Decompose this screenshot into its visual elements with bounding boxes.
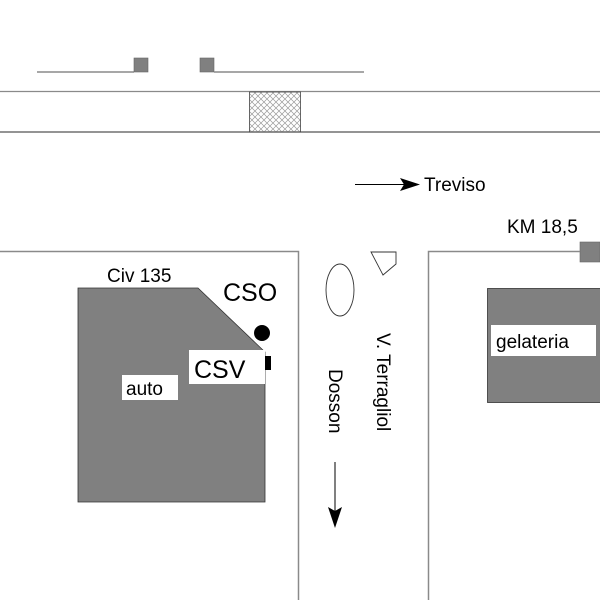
cso-label: CSO (223, 279, 277, 307)
dosson-label: Dosson (324, 369, 345, 433)
dosson-arrowhead-icon (328, 507, 342, 528)
treviso-arrowhead-icon (400, 178, 420, 191)
cso-point-icon (254, 325, 270, 341)
csv-point-icon (265, 356, 271, 370)
km-marker-post (579, 241, 600, 263)
auto-label-box (122, 375, 178, 400)
treviso-label: Treviso (424, 175, 486, 196)
boundary-post-left (133, 57, 149, 73)
gelateria-label: gelateria (496, 332, 569, 353)
right-block-edge (427, 250, 580, 600)
boundary-post-right (199, 57, 215, 73)
csv-label-box (189, 350, 265, 384)
traffic-island-triangle (370, 251, 397, 276)
gelateria-label-box (491, 325, 596, 356)
civic-number-label: Civ 135 (107, 266, 171, 287)
left-block-edge (0, 250, 300, 600)
street-name-label: V. Terragliol (372, 333, 393, 431)
crosswalk (249, 91, 301, 133)
csv-label: CSV (194, 356, 246, 384)
km-marker-label: KM 18,5 (507, 217, 578, 238)
auto-label: auto (126, 379, 163, 400)
traffic-island-ellipse (325, 263, 355, 317)
